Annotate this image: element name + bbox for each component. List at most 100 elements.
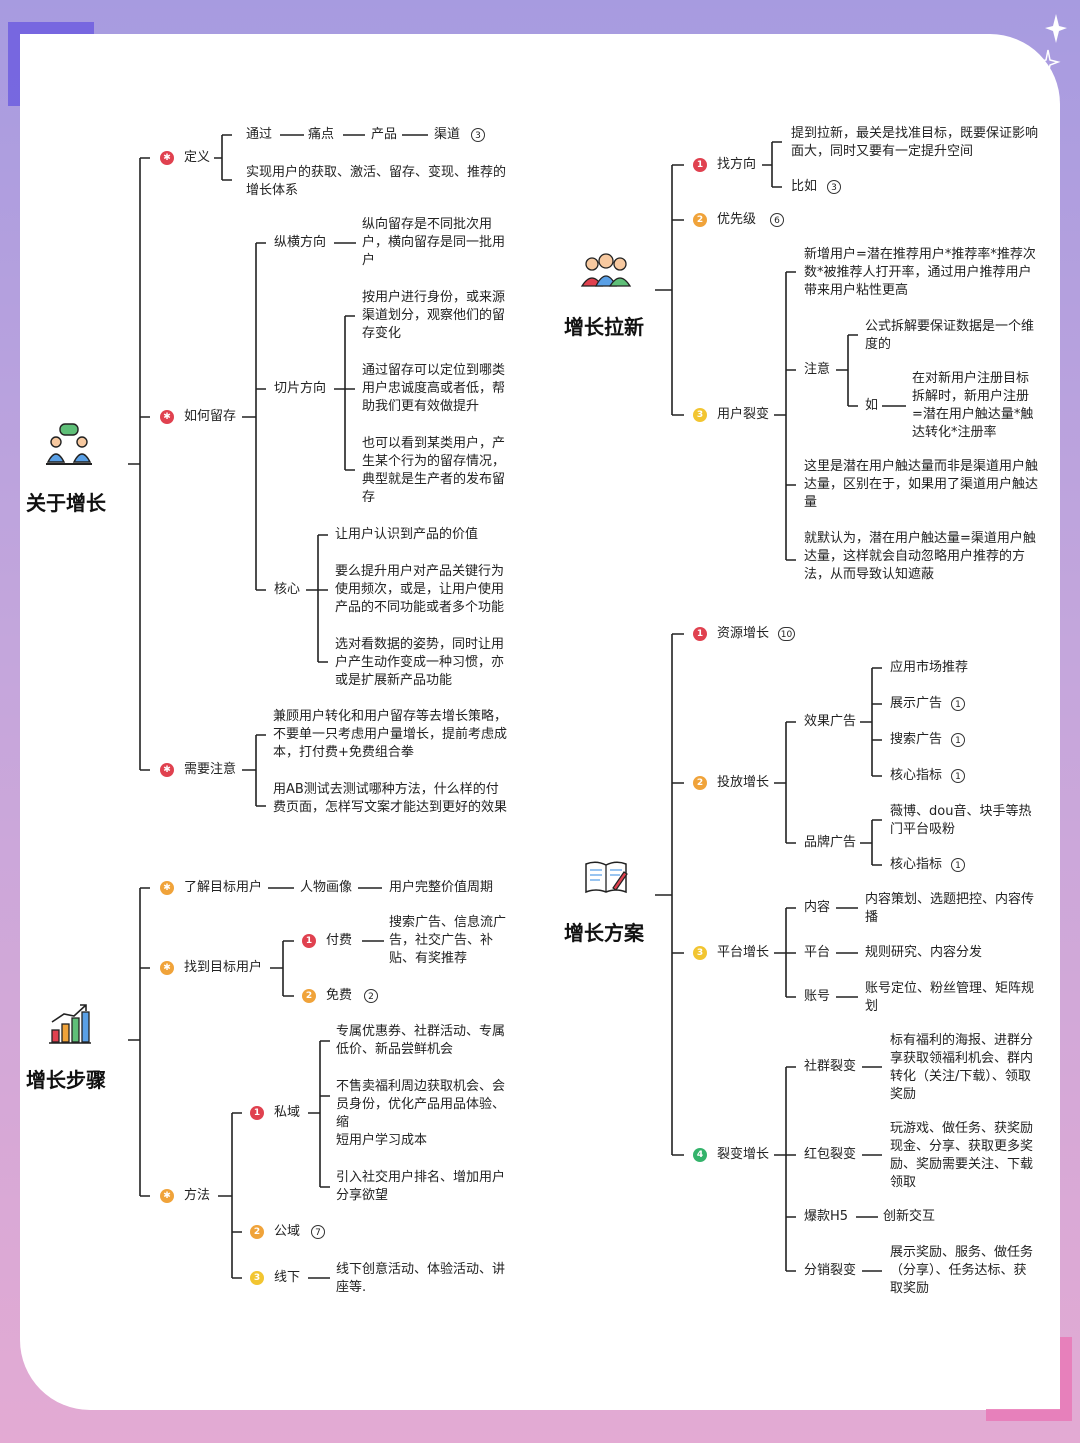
bar-chart-growth-icon	[49, 1004, 91, 1044]
node-through: 通过	[246, 127, 273, 142]
node-find-user: 找到目标用户	[184, 960, 263, 975]
node-notice-1: 公式拆解要保证数据是一个维度的	[865, 319, 1035, 352]
node-private-1: 专属优惠券、社群活动、专属低价、新品尝鲜机会	[336, 1024, 506, 1057]
number-bullet-4: 4	[693, 1148, 707, 1162]
node-account: 账号	[804, 989, 831, 1004]
node-private-2b: 短用户学习成本	[336, 1133, 428, 1148]
number-bullet-2: 2	[693, 213, 707, 227]
node-define-text: 实现用户的获取、激活、留存、变现、推荐的增长体系	[246, 165, 507, 198]
number-bullet-1: 1	[250, 1106, 264, 1120]
star-bullet: ✱	[160, 151, 174, 165]
collapsed-count-badge[interactable]: 1	[951, 858, 965, 872]
node-core-1: 让用户认识到产品的价值	[335, 527, 479, 542]
node-content: 内容	[804, 900, 831, 915]
collapsed-count-badge[interactable]: 2	[364, 989, 378, 1003]
number-bullet-2: 2	[302, 989, 316, 1003]
node-note-2: 用AB测试去测试哪种方法，什么样的付费页面，怎样写文案才能达到更好的效果	[273, 782, 508, 815]
node-core: 核心	[274, 582, 301, 597]
node-community-text: 标有福利的海报、进群分享获取领福利机会、群内转化（关注/下载）、领取奖励	[890, 1033, 1034, 1102]
node-slice-1: 按用户进行身份，或来源渠道划分，观察他们的留存变化	[362, 290, 506, 341]
node-persona: 人物画像	[300, 880, 353, 895]
node-community: 社群裂变	[804, 1059, 857, 1074]
node-find-direction: 找方向	[717, 157, 757, 172]
node-resource-growth: 资源增长	[717, 626, 770, 641]
card-background	[20, 34, 1060, 1410]
node-search-ads: 搜索广告	[890, 732, 943, 747]
star-bullet: ✱	[160, 1189, 174, 1203]
collapsed-count-badge[interactable]: 7	[311, 1225, 325, 1239]
number-bullet-3: 3	[250, 1271, 264, 1285]
star-bullet: ✱	[160, 410, 174, 424]
team-people-icon	[580, 253, 632, 287]
collapsed-count-badge[interactable]: 3	[471, 128, 485, 142]
node-distribute-text: 展示奖励、服务、做任务（分享）、任务达标、获取奖励	[890, 1245, 1034, 1296]
node-priority: 优先级	[717, 212, 757, 227]
node-offline-text: 线下创意活动、体验活动、讲座等.	[336, 1262, 506, 1295]
number-bullet-2: 2	[250, 1225, 264, 1239]
node-vertical-text: 纵向留存是不同批次用户，横向留存是同一批用户	[362, 217, 506, 268]
number-bullet-1: 1	[693, 627, 707, 641]
node-app-market: 应用市场推荐	[890, 660, 969, 675]
title-growth-steps: 增长步骤	[26, 1068, 106, 1092]
node-core-metric: 核心指标	[890, 768, 943, 783]
node-paid: 付费	[326, 933, 353, 948]
collapsed-count-badge[interactable]: 1	[951, 733, 965, 747]
collapsed-count-badge[interactable]: 10	[778, 627, 795, 641]
number-bullet-1: 1	[302, 934, 316, 948]
collapsed-count-badge[interactable]: 1	[951, 697, 965, 711]
node-platform-text: 规则研究、内容分发	[865, 945, 983, 960]
node-private: 私域	[274, 1105, 301, 1120]
node-brand-ads: 品牌广告	[804, 835, 857, 850]
node-ru-text: 在对新用户注册目标拆解时，新用户注册=潜在用户触达量*触达转化*注册率	[912, 371, 1034, 440]
node-direction-text: 提到拉新，最关是找准目标，既要保证影响面大，同时又要有一定提升空间	[791, 126, 1039, 159]
node-brand-1: 薇博、dou音、块手等热门平台吸粉	[890, 804, 1032, 837]
node-split-2: 这里是潜在用户触达量而非是渠道用户触达量，区别在于，如果用了渠道用户触达量	[804, 459, 1039, 510]
node-note: 需要注意	[184, 762, 237, 777]
number-bullet-2: 2	[693, 776, 707, 790]
node-notice: 注意	[804, 362, 831, 377]
corner-decoration	[986, 1337, 1072, 1421]
node-private-3: 引入社交用户排名、增加用户分享欲望	[336, 1170, 506, 1203]
collapsed-count-badge[interactable]: 3	[827, 180, 841, 194]
node-ads-growth: 投放增长	[717, 775, 770, 790]
node-distribute: 分销裂变	[804, 1263, 857, 1278]
node-pain: 痛点	[308, 127, 335, 142]
node-private-2: 不售卖福利周边获取机会、会员身份，优化产品用品体验、缩	[336, 1079, 506, 1130]
star-bullet: ✱	[160, 881, 174, 895]
star-bullet: ✱	[160, 961, 174, 975]
node-free: 免费	[326, 988, 353, 1003]
number-bullet-1: 1	[693, 158, 707, 172]
node-slice-2: 通过留存可以定位到哪类用户忠诚度高或者低，帮助我们更有效做提升	[362, 363, 506, 414]
sparkle-icon	[1035, 14, 1067, 76]
node-split-1: 新增用户=潜在推荐用户*推荐率*推荐次数*被推荐人打开率，通过用户推荐用户带来用…	[804, 247, 1036, 298]
node-offline: 线下	[274, 1270, 301, 1285]
collapsed-count-badge[interactable]: 6	[770, 213, 784, 227]
collapsed-count-badge[interactable]: 1	[951, 769, 965, 783]
node-user-split: 用户裂变	[717, 407, 770, 422]
node-vertical-horizontal: 纵横方向	[274, 235, 327, 250]
node-account-text: 账号定位、粉丝管理、矩阵规划	[865, 981, 1035, 1014]
node-redpack-text: 玩游戏、做任务、获奖励现金、分享、获取更多奖励、奖励需要关注、下载领取	[890, 1121, 1034, 1190]
node-product: 产品	[371, 127, 398, 142]
node-h5-text: 创新交互	[883, 1209, 936, 1224]
node-content-text: 内容策划、选题把控、内容传播	[865, 892, 1035, 925]
node-viral-growth: 裂变增长	[717, 1147, 770, 1162]
node-display-ads: 展示广告	[890, 696, 943, 711]
node-lifecycle: 用户完整价值周期	[389, 880, 494, 895]
node-redpack: 红包裂变	[804, 1147, 857, 1162]
node-slice: 切片方向	[274, 381, 327, 396]
node-note-1: 兼顾用户转化和用户留存等去增长策略，不要单一只考虑用户量增长，提前考虑成本，打付…	[273, 709, 508, 760]
node-how-retain: 如何留存	[184, 409, 237, 424]
node-example: 比如	[791, 179, 818, 194]
node-core-3: 选对看数据的姿势，同时让用户产生动作变成一种习惯，亦或是扩展新产品功能	[335, 637, 505, 688]
number-bullet-3: 3	[693, 408, 707, 422]
star-bullet: ✱	[160, 763, 174, 777]
node-channel: 渠道	[434, 127, 461, 142]
node-split-3: 就默认为，潜在用户触达量=渠道用户触达量，这样就会自动忽略用户推荐的方法，从而导…	[804, 531, 1036, 582]
node-know-user: 了解目标用户	[184, 880, 263, 895]
node-slice-3: 也可以看到某类用户，产生某个行为的留存情况，典型就是生产者的发布留存	[362, 436, 506, 505]
node-effect-ads: 效果广告	[804, 714, 857, 729]
node-public: 公域	[274, 1224, 301, 1239]
title-growth-plan: 增长方案	[564, 921, 644, 945]
node-paid-text: 搜索广告、信息流广告，社交广告、补贴、有奖推荐	[389, 915, 507, 966]
